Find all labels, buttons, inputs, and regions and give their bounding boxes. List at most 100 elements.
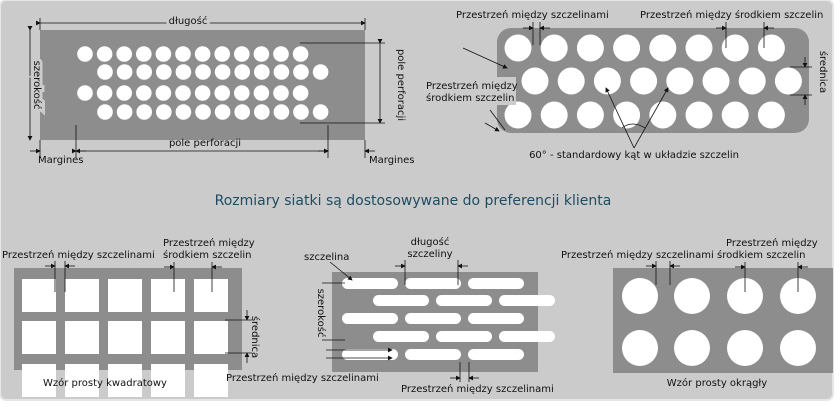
plate-5-hole <box>622 330 658 366</box>
space-between-centers-label: Przestrzeń między środkiem szczelin <box>640 9 823 21</box>
plate-2-hole <box>521 67 549 95</box>
plate-2-hole <box>702 67 730 95</box>
plate-5-hole <box>674 330 710 366</box>
plate-2-hole <box>504 34 532 62</box>
plate-4-slot <box>499 295 555 306</box>
plate-1-hole <box>116 64 133 80</box>
plate-1-hole <box>214 46 230 62</box>
plate-1-hole <box>155 85 172 101</box>
plate-3-square-hole <box>151 364 185 397</box>
plate-3-square-hole <box>22 364 56 397</box>
arrow <box>484 122 500 132</box>
plate-3-square-hole <box>65 364 99 397</box>
plate-4-slot <box>342 313 398 324</box>
length-label: długość <box>169 15 208 27</box>
plate-1-hole <box>273 64 290 80</box>
plate-1-hole <box>155 46 172 62</box>
plate-1-hole <box>194 46 211 62</box>
round-space-slots-label: Przestrzeń między szczelinami <box>561 249 714 261</box>
plate-2-hole <box>757 101 785 129</box>
plate-1-hole <box>234 104 250 120</box>
angle-arrow <box>605 87 635 149</box>
plate-2-hole <box>721 34 749 62</box>
plate-1-hole <box>77 85 93 101</box>
plate-5-hole <box>780 330 816 366</box>
plate-2-hole <box>666 67 694 95</box>
plate-1-hole <box>273 46 289 62</box>
plate-1-hole <box>214 85 230 101</box>
plate-1-hole <box>97 104 113 120</box>
space-centers-left-label-1: Przestrzeń między <box>426 80 518 92</box>
plate-1-hole <box>253 85 270 101</box>
plate-1-hole <box>96 85 113 101</box>
plate-1-hole <box>253 104 270 120</box>
plate-5-hole <box>622 278 658 314</box>
plate-1-hole <box>96 46 113 62</box>
square-diameter-label: średnica <box>249 316 261 358</box>
plate-4-slot <box>436 295 492 306</box>
space-centers-left-label-2: środkiem szczelin <box>426 92 514 104</box>
arrow <box>462 47 508 69</box>
square-pattern-title: Wzór prosty kwadratowy <box>43 377 167 389</box>
plate-1-hole <box>175 104 192 120</box>
plate-2-hole <box>649 34 677 62</box>
plate-1-hole <box>77 46 93 62</box>
plate-4-slot <box>499 331 555 342</box>
plate-3-square-hole <box>151 279 185 312</box>
plate-3-square-hole <box>108 364 142 397</box>
square-space-centers-label-1: Przestrzeń między <box>163 237 255 249</box>
plate-1-hole <box>292 46 309 62</box>
width-label: szerokość <box>31 61 43 110</box>
plate-5-hole <box>780 278 816 314</box>
plate-2-holes <box>504 34 802 129</box>
caption-text: Rozmiary siatki są dostosowywane do pref… <box>215 193 612 209</box>
plate-1-hole <box>234 46 250 62</box>
plate-1-hole <box>273 85 289 101</box>
plate-1-hole <box>293 104 309 120</box>
plate-1-hole <box>156 104 172 120</box>
plate-1-hole <box>175 46 191 62</box>
plate-2-hole <box>613 101 641 129</box>
plate-1-hole <box>234 64 250 80</box>
plate-3-square-hole <box>194 321 228 354</box>
plate-3-square-hole <box>194 279 228 312</box>
plate-3-square-hole <box>22 279 56 312</box>
round-space-centers-label-2: środkiem szczelin <box>717 249 805 261</box>
plate-2-hole <box>685 34 713 62</box>
plate-1-hole <box>273 104 290 120</box>
plate-1-hole <box>156 64 172 80</box>
plate-2-hole <box>649 101 677 129</box>
plate-3-holes <box>22 279 228 397</box>
plate-1-hole <box>116 46 132 62</box>
panel-square-pattern: Przestrzeń między szczelinami Przestrzeń… <box>2 237 261 397</box>
plate-1-hole <box>253 64 270 80</box>
plate-4-slots <box>342 278 555 360</box>
plate-1-hole <box>214 104 231 120</box>
plate-4-slot <box>468 349 524 360</box>
plate-2-hole <box>685 101 713 129</box>
plate-4-slot <box>342 349 398 360</box>
plate-3-square-hole <box>65 321 99 354</box>
diameter-label: średnica <box>817 51 829 93</box>
plate-2-hole <box>593 67 621 95</box>
plate-5-hole <box>727 330 763 366</box>
plate-1-hole <box>195 64 211 80</box>
plate-4-slot <box>373 331 429 342</box>
plate-1-hole <box>136 46 152 62</box>
margin-right-label: Margines <box>369 155 415 166</box>
plate-1-hole <box>293 64 309 80</box>
plate-2-hole <box>557 67 585 95</box>
plate-1-hole <box>97 64 113 80</box>
plate-3-square-hole <box>108 279 142 312</box>
slot-label: szczelina <box>304 252 349 263</box>
plate-4-slot <box>468 278 524 289</box>
margin-left-label: Margines <box>38 155 84 166</box>
slot-space-bottom-label: Przestrzeń między szczelinami <box>226 372 379 384</box>
plate-2-hole <box>757 34 785 62</box>
plate-1-hole <box>194 85 211 101</box>
angle-arc <box>621 123 646 129</box>
plate-2-hole <box>721 101 749 129</box>
plate-1-hole <box>195 104 211 120</box>
